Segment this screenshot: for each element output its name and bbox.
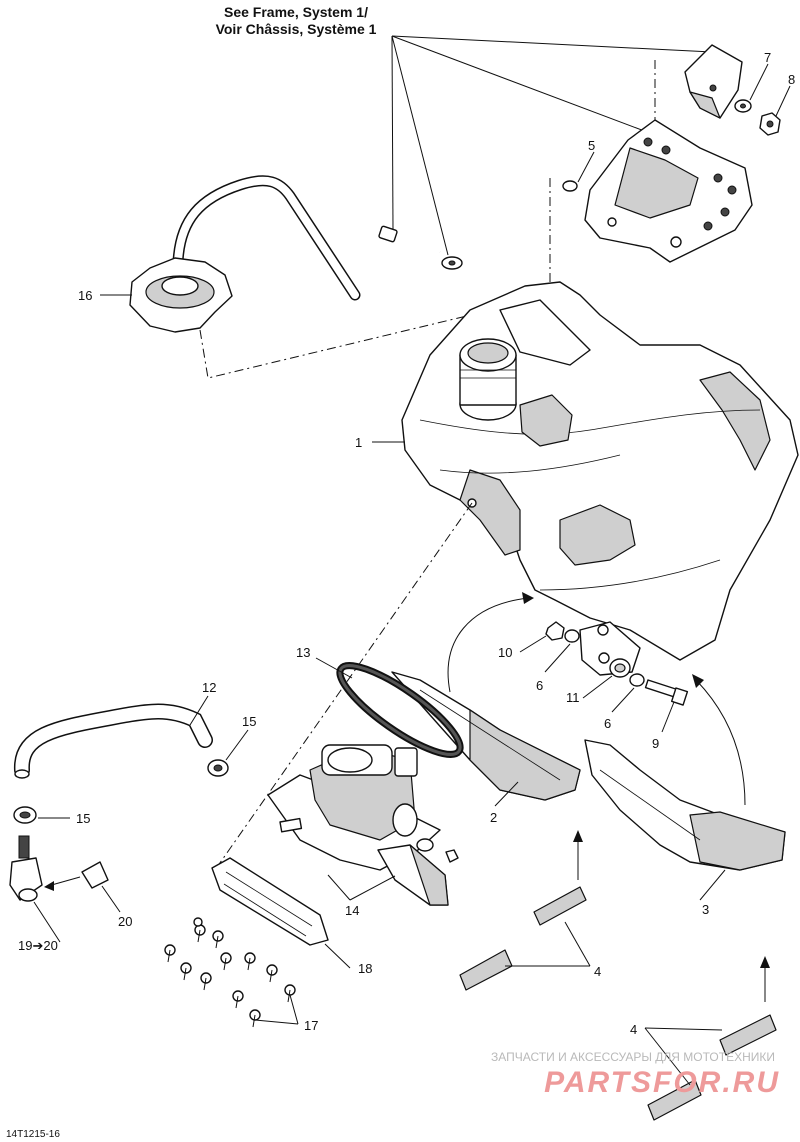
adhesive-pads <box>459 886 777 1121</box>
callout-9: 9 <box>652 736 659 751</box>
callout-8: 8 <box>788 72 795 87</box>
callout-4-upper: 4 <box>594 964 601 979</box>
callout-3: 3 <box>702 902 709 917</box>
frame-reference-line2: Voir Châssis, Système 1 <box>216 21 377 37</box>
callout-11: 11 <box>566 690 580 705</box>
callout-15-upper: 15 <box>242 714 256 729</box>
retaining-ring <box>211 857 329 946</box>
fuel-hose-assembly <box>9 703 229 902</box>
frame-reference-note: See Frame, System 1/ Voir Châssis, Systè… <box>216 4 713 256</box>
callout-12: 12 <box>202 680 216 695</box>
watermark: ЗАПЧАСТИ И АКСЕССУАРЫ ДЛЯ МОТОТЕХНИКИ PA… <box>491 1050 780 1099</box>
screws <box>164 917 296 1028</box>
callout-5: 5 <box>588 138 595 153</box>
callout-16: 16 <box>78 288 92 303</box>
tank-mount-hardware <box>545 621 689 706</box>
washer-and-nut <box>734 99 781 136</box>
callout-14: 14 <box>345 903 359 918</box>
callout-15-lower: 15 <box>76 811 90 826</box>
frame-reference-line1: See Frame, System 1/ <box>224 4 368 20</box>
figure-id: 14T1215-16 <box>6 1129 60 1140</box>
callout-7: 7 <box>764 50 771 65</box>
heat-shield-left <box>391 671 581 801</box>
fuel-tank <box>214 281 799 871</box>
fuel-pump-module <box>267 744 459 906</box>
leader-lines <box>33 63 791 1086</box>
callout-17: 17 <box>304 1018 318 1033</box>
bolt <box>378 225 463 270</box>
callout-1: 1 <box>355 435 362 450</box>
callout-6-right: 6 <box>604 716 611 731</box>
callout-2: 2 <box>490 810 497 825</box>
mounting-bracket <box>549 44 753 320</box>
watermark-tagline: ЗАПЧАСТИ И АКСЕССУАРЫ ДЛЯ МОТОТЕХНИКИ <box>491 1050 775 1064</box>
callout-10: 10 <box>498 645 512 660</box>
callout-labels: 1 2 3 4 4 5 6 6 7 8 9 10 11 12 13 14 15 … <box>18 50 795 1037</box>
callout-13: 13 <box>296 645 310 660</box>
callout-20: 20 <box>118 914 132 929</box>
pump-gasket <box>336 662 464 758</box>
callout-6-left: 6 <box>536 678 543 693</box>
heat-shield-right <box>584 739 786 871</box>
callout-4-lower: 4 <box>630 1022 637 1037</box>
callout-19-20: 19➔20 <box>18 938 58 953</box>
washer-icon <box>562 180 578 192</box>
fuel-cap-with-vent-hose <box>129 175 501 379</box>
callout-18: 18 <box>358 961 372 976</box>
assembly-arrows <box>447 592 770 1002</box>
watermark-brand: PARTSFOR.RU <box>544 1066 780 1099</box>
